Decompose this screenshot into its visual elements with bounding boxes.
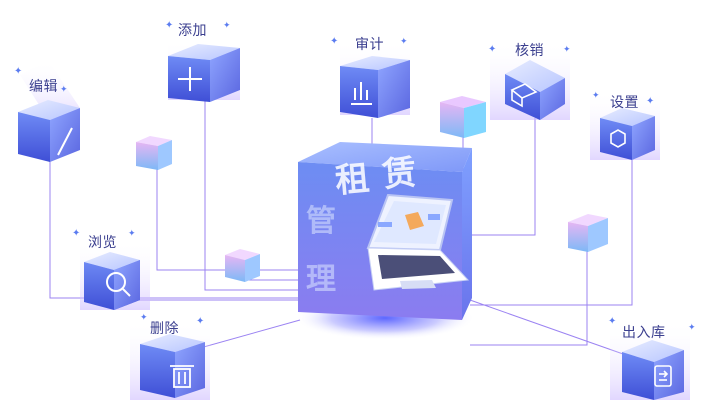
svg-text:✦: ✦ [400,37,408,47]
sparkle-icons: ✦ ✦ ✦ ✦ ✦ ✦ ✦ ✦ ✦ ✦ ✦ ✦ ✦ ✦ ✦ ✦ [14,20,696,333]
delete-cube[interactable] [130,320,210,400]
laptop-icon [366,193,470,291]
module-label-settings: 设置 [610,95,639,111]
settings-cube[interactable] [590,90,660,160]
document-export-icon [654,365,672,387]
svg-text:✦: ✦ [60,85,68,95]
svg-text:✦: ✦ [14,66,22,77]
writeoff-cube[interactable] [490,40,570,120]
module-label-stock: 出入库 [622,325,666,341]
main-cube-title-char: 理 [306,262,336,297]
svg-text:✦: ✦ [140,313,148,323]
module-label-audit: 审计 [355,37,384,53]
edit-cube[interactable] [18,60,80,162]
main-cube-title-char: 租 [333,158,371,202]
trash-icon [170,365,194,388]
svg-text:✦: ✦ [608,316,616,327]
svg-text:✦: ✦ [165,20,173,31]
module-label-edit: 编辑 [29,79,58,95]
module-label-browse: 浏览 [88,235,117,251]
svg-text:✦: ✦ [592,91,600,101]
svg-text:✦: ✦ [330,36,338,47]
svg-text:✦: ✦ [488,44,496,55]
hexagon-settings-icon [610,129,626,148]
bar-chart-icon [351,82,372,105]
plus-icon [178,67,202,91]
svg-text:✦: ✦ [563,45,571,55]
svg-text:✦: ✦ [196,316,204,327]
decorative-cube [440,96,486,138]
decorative-cube [225,249,260,282]
svg-text:✦: ✦ [72,228,80,239]
main-cube-title-char: 管 [306,204,336,239]
add-cube[interactable] [168,40,240,102]
module-label-delete: 删除 [150,321,179,337]
module-label-add: 添加 [178,23,207,39]
main-cube-title-char: 赁 [380,152,418,196]
browse-cube[interactable] [80,240,150,310]
module-label-writeoff: 核销 [515,43,544,59]
decorative-cube [568,214,608,252]
box-check-icon [510,83,538,108]
stock-cube[interactable] [610,320,690,400]
svg-text:✦: ✦ [223,21,231,31]
svg-text:✦: ✦ [128,229,136,239]
search-icon [106,272,131,297]
pen-icon [57,127,73,156]
svg-text:✦: ✦ [688,323,696,333]
decorative-cube [136,136,172,170]
svg-text:✦: ✦ [646,96,654,107]
audit-cube[interactable] [340,40,410,118]
